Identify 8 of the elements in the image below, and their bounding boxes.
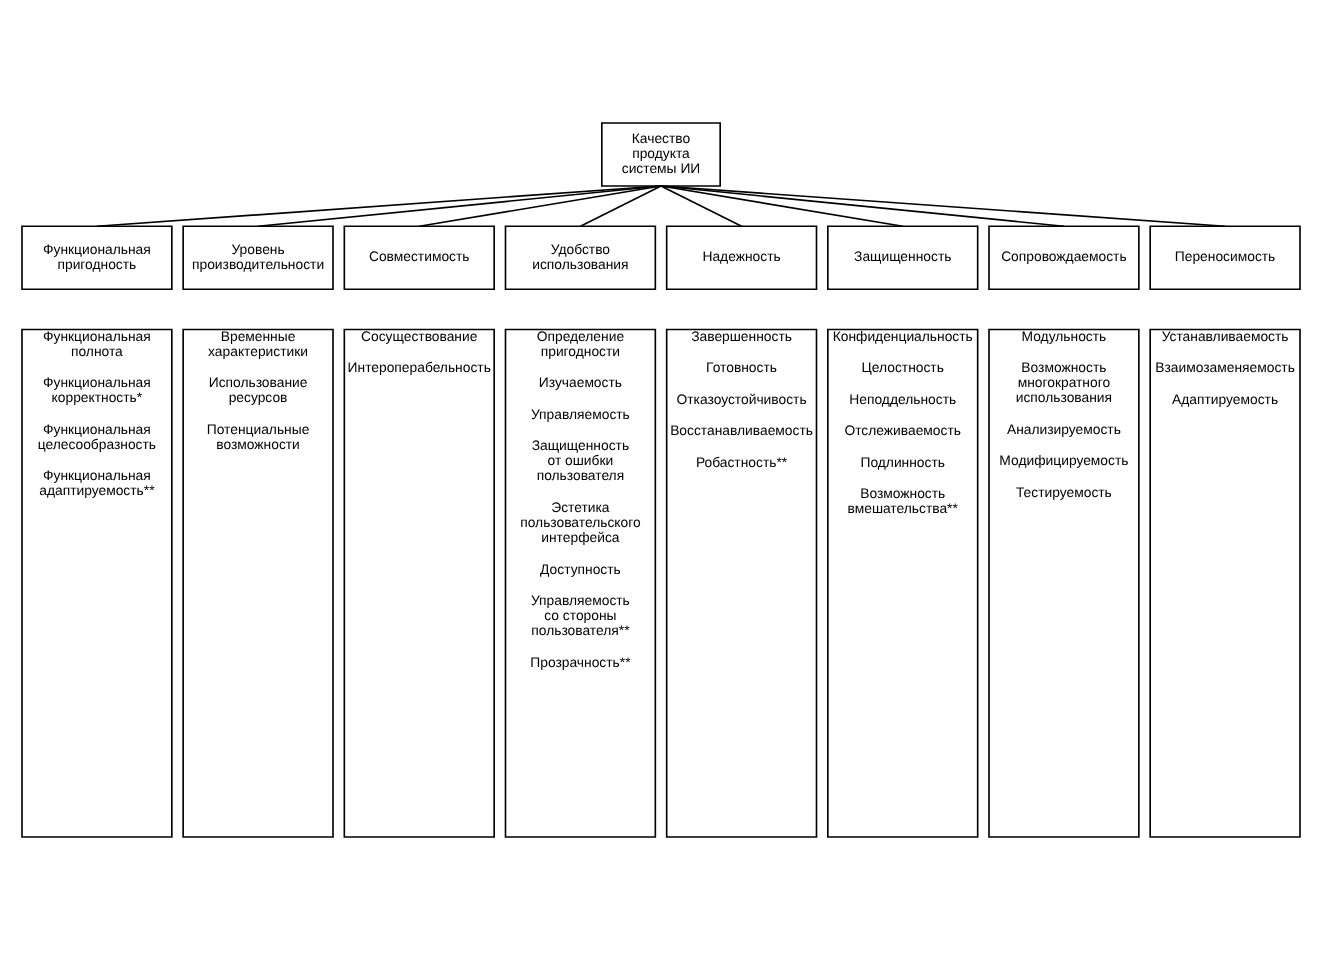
connector xyxy=(660,185,743,228)
connector xyxy=(96,185,662,228)
connector xyxy=(660,185,904,228)
connector xyxy=(660,185,1065,228)
connector xyxy=(418,185,662,228)
connector xyxy=(579,185,662,228)
connector xyxy=(257,185,662,228)
connector xyxy=(660,185,1226,228)
